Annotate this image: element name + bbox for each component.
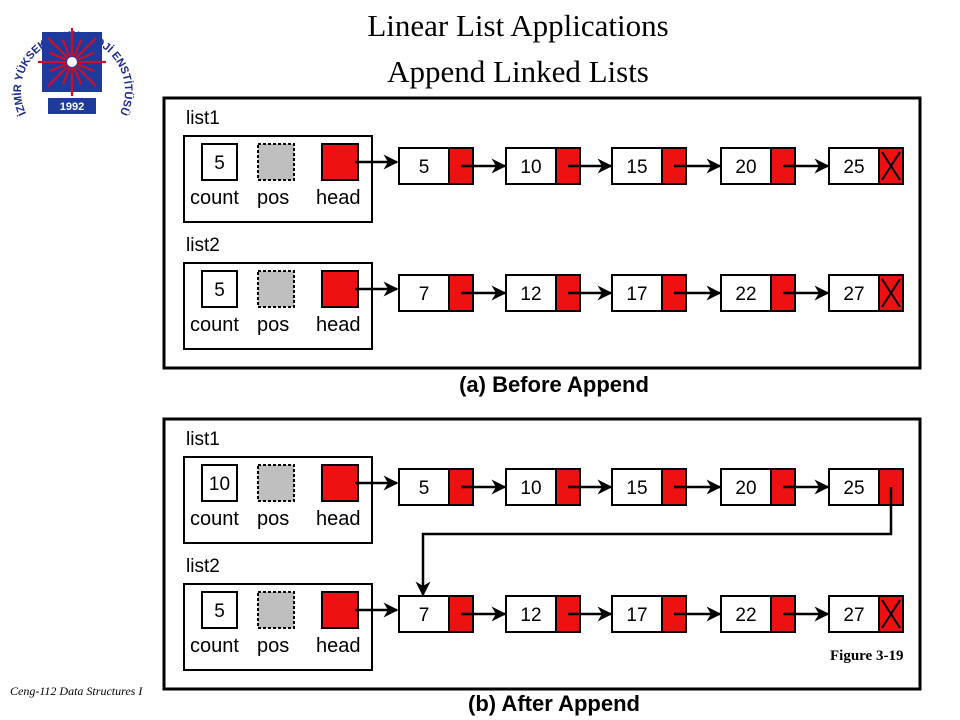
logo-ray: [73, 39, 83, 57]
node-value: 15: [626, 157, 647, 178]
head-cell: [321, 270, 359, 308]
node-value: 5: [419, 157, 430, 178]
logo-ray: [75, 65, 97, 87]
head-label: head: [316, 508, 361, 530]
null-mark-stroke: [881, 278, 901, 308]
slide-title: Linear List Applications: [367, 8, 669, 43]
node-value: 7: [419, 284, 430, 305]
count-cell: [201, 143, 238, 181]
logo-year-box: [48, 98, 96, 114]
count-label: count: [190, 508, 239, 530]
logo-ray: [77, 51, 95, 61]
node-value: 17: [626, 605, 647, 626]
panel-caption: (a) Before Append: [459, 372, 649, 397]
null-mark-stroke: [881, 599, 901, 629]
node-value: 27: [843, 605, 864, 626]
pos-label: pos: [257, 508, 289, 530]
logo-ray: [49, 63, 67, 73]
count-label: count: [190, 635, 239, 657]
node-value: 10: [520, 478, 541, 499]
slide-subtitle: Append Linked Lists: [387, 54, 649, 89]
list1: list1 10 count pos head 5 10 15 20 25: [183, 429, 904, 544]
logo-emblem: 1992: [38, 28, 106, 114]
institute-logo: İZMİR YÜKSEK TEKNOLOJİ ENSTİTÜSÜ 1992: [11, 28, 135, 118]
list-node: 22: [720, 274, 796, 312]
logo-ray: [61, 67, 71, 85]
count-cell: [201, 464, 238, 502]
node-value: 17: [626, 284, 647, 305]
course-footer: Ceng-112 Data Structures I: [10, 684, 143, 698]
count-value: 10: [209, 474, 230, 495]
append-link-arrow: [415, 487, 893, 597]
count-value: 5: [214, 280, 225, 301]
node-value: 12: [520, 284, 541, 305]
list-node: 10: [505, 468, 581, 506]
count-label: count: [190, 187, 239, 209]
count-value: 5: [214, 601, 225, 622]
node-value: 25: [843, 478, 864, 499]
logo-ray: [47, 37, 69, 59]
list2: list2 5 count pos head 7 12 17 22 27: [183, 235, 904, 350]
node-value: 20: [735, 478, 756, 499]
head-cell: [321, 591, 359, 629]
pos-label: pos: [257, 635, 289, 657]
node-value: 20: [735, 157, 756, 178]
node-value: 12: [520, 605, 541, 626]
node-value: 25: [843, 157, 864, 178]
logo-ray: [73, 67, 83, 85]
pos-cell: [257, 270, 295, 308]
head-cell: [321, 143, 359, 181]
node-value: 15: [626, 478, 647, 499]
list1: list1 5 count pos head 5 10 15 20 25: [183, 108, 904, 223]
node-value: 22: [735, 605, 756, 626]
logo-rays: [38, 28, 106, 96]
head-label: head: [316, 314, 361, 336]
figure-number: Figure 3-19: [830, 648, 904, 664]
list2: list2 5 count pos head 7 12 17 22 27: [183, 556, 904, 671]
node-value: 10: [520, 157, 541, 178]
list-name: list1: [186, 429, 220, 450]
logo-ray: [47, 65, 69, 87]
head-cell: [321, 464, 359, 502]
list-name: list2: [186, 556, 220, 577]
node-value: 27: [843, 284, 864, 305]
logo-ray: [75, 37, 97, 59]
pos-cell: [257, 143, 295, 181]
pos-label: pos: [257, 187, 289, 209]
node-value: 22: [735, 284, 756, 305]
logo-center: [67, 57, 77, 67]
list-node: 5: [398, 468, 474, 506]
logo-year: 1992: [60, 101, 84, 113]
list-name: list2: [186, 235, 220, 256]
logo-ray: [49, 51, 67, 61]
head-label: head: [316, 635, 361, 657]
node-value: 7: [419, 605, 430, 626]
list-node: 27: [828, 595, 904, 633]
logo-ray: [77, 63, 95, 73]
list-name: list1: [186, 108, 220, 129]
null-mark-stroke: [881, 151, 901, 181]
count-value: 5: [214, 153, 225, 174]
pos-cell: [257, 591, 295, 629]
panel-caption: (b) After Append: [468, 691, 640, 716]
count-cell: [201, 591, 238, 629]
pos-label: pos: [257, 314, 289, 336]
list-node: 7: [398, 274, 474, 312]
head-label: head: [316, 187, 361, 209]
count-label: count: [190, 314, 239, 336]
node-value: 5: [419, 478, 430, 499]
pos-cell: [257, 464, 295, 502]
logo-ray: [61, 39, 71, 57]
list-node: 20: [720, 147, 796, 185]
count-cell: [201, 270, 238, 308]
